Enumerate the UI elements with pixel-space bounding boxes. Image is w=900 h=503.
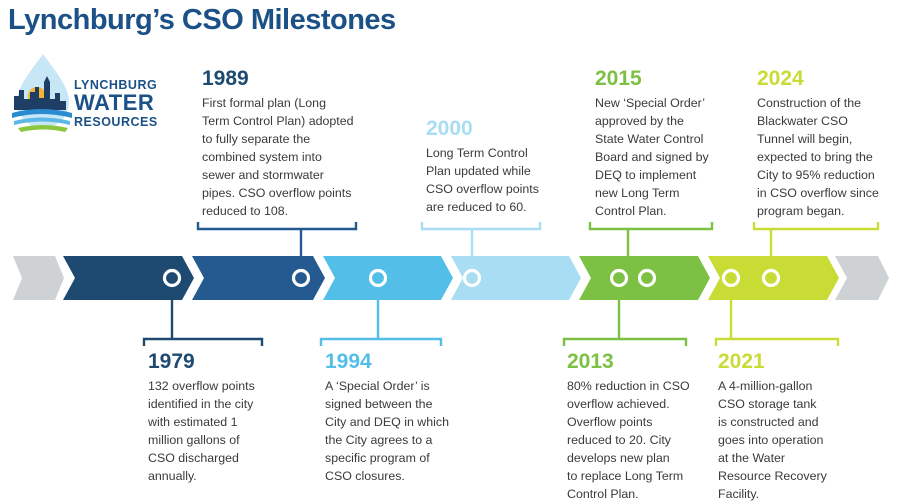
event-description: Construction of the Blackwater CSO Tunne… [757, 96, 879, 218]
event-2013: 2013 80% reduction in CSO overflow achie… [567, 350, 717, 503]
event-1989: 1989 First formal plan (Long Term Contro… [202, 67, 402, 220]
event-year: 2024 [757, 67, 804, 90]
event-year: 1979 [148, 350, 195, 373]
connector-1979 [142, 300, 264, 346]
chevron-3 [323, 256, 453, 300]
milestone-markers [162, 268, 781, 288]
connector-2021 [714, 300, 840, 346]
chevron-2 [192, 256, 325, 300]
chevron-end [835, 256, 889, 300]
event-description: 80% reduction in CSO overflow achieved. … [567, 379, 690, 501]
marker-1989 [291, 268, 311, 288]
marker-2013 [609, 268, 629, 288]
event-year: 1994 [325, 350, 372, 373]
connector-2024 [752, 222, 880, 260]
event-description: 132 overflow points identified in the ci… [148, 379, 255, 483]
logo-text-line3: RESOURCES [74, 115, 158, 129]
event-description: First formal plan (Long Term Control Pla… [202, 96, 354, 218]
chevron-4 [451, 256, 581, 300]
chevron-start [13, 256, 64, 300]
event-year: 2015 [595, 67, 642, 90]
event-year: 1989 [202, 67, 249, 90]
event-description: A ‘Special Order’ is signed between the … [325, 379, 449, 483]
chevron-1 [63, 256, 194, 300]
chevron-6 [708, 256, 839, 300]
event-description: New ‘Special Order’ approved by the Stat… [595, 96, 709, 218]
marker-2015 [637, 268, 657, 288]
marker-2021 [721, 268, 741, 288]
event-description: A 4-million-gallon CSO storage tank is c… [718, 379, 827, 501]
chevron-band [13, 256, 889, 300]
event-year: 2021 [718, 350, 765, 373]
marker-2024 [761, 268, 781, 288]
event-1979: 1979 132 overflow points identified in t… [148, 350, 298, 485]
connector-1989 [196, 222, 358, 260]
event-year: 2000 [426, 117, 473, 140]
marker-1994 [368, 268, 388, 288]
lynchburg-water-logo [12, 54, 72, 132]
event-2000: 2000 Long Term Control Plan updated whil… [426, 117, 586, 216]
marker-1979 [162, 268, 182, 288]
connector-2013 [562, 300, 688, 346]
connector-lines [142, 222, 880, 346]
event-1994: 1994 A ‘Special Order’ is signed between… [325, 350, 485, 485]
event-year: 2013 [567, 350, 614, 373]
chevron-5 [579, 256, 710, 300]
event-2021: 2021 A 4-million-gallon CSO storage tank… [718, 350, 868, 503]
page-title: Lynchburg’s CSO Milestones [8, 4, 396, 36]
connector-2000 [420, 222, 542, 260]
connector-1994 [319, 300, 443, 346]
logo-text-line2: WATER [74, 90, 155, 115]
logo-text-line1: LYNCHBURG [74, 78, 158, 92]
event-2015: 2015 New ‘Special Order’ approved by the… [595, 67, 745, 220]
marker-2000 [462, 268, 482, 288]
event-2024: 2024 Construction of the Blackwater CSO … [757, 67, 897, 220]
event-description: Long Term Control Plan updated while CSO… [426, 146, 539, 214]
connector-2015 [588, 222, 714, 260]
